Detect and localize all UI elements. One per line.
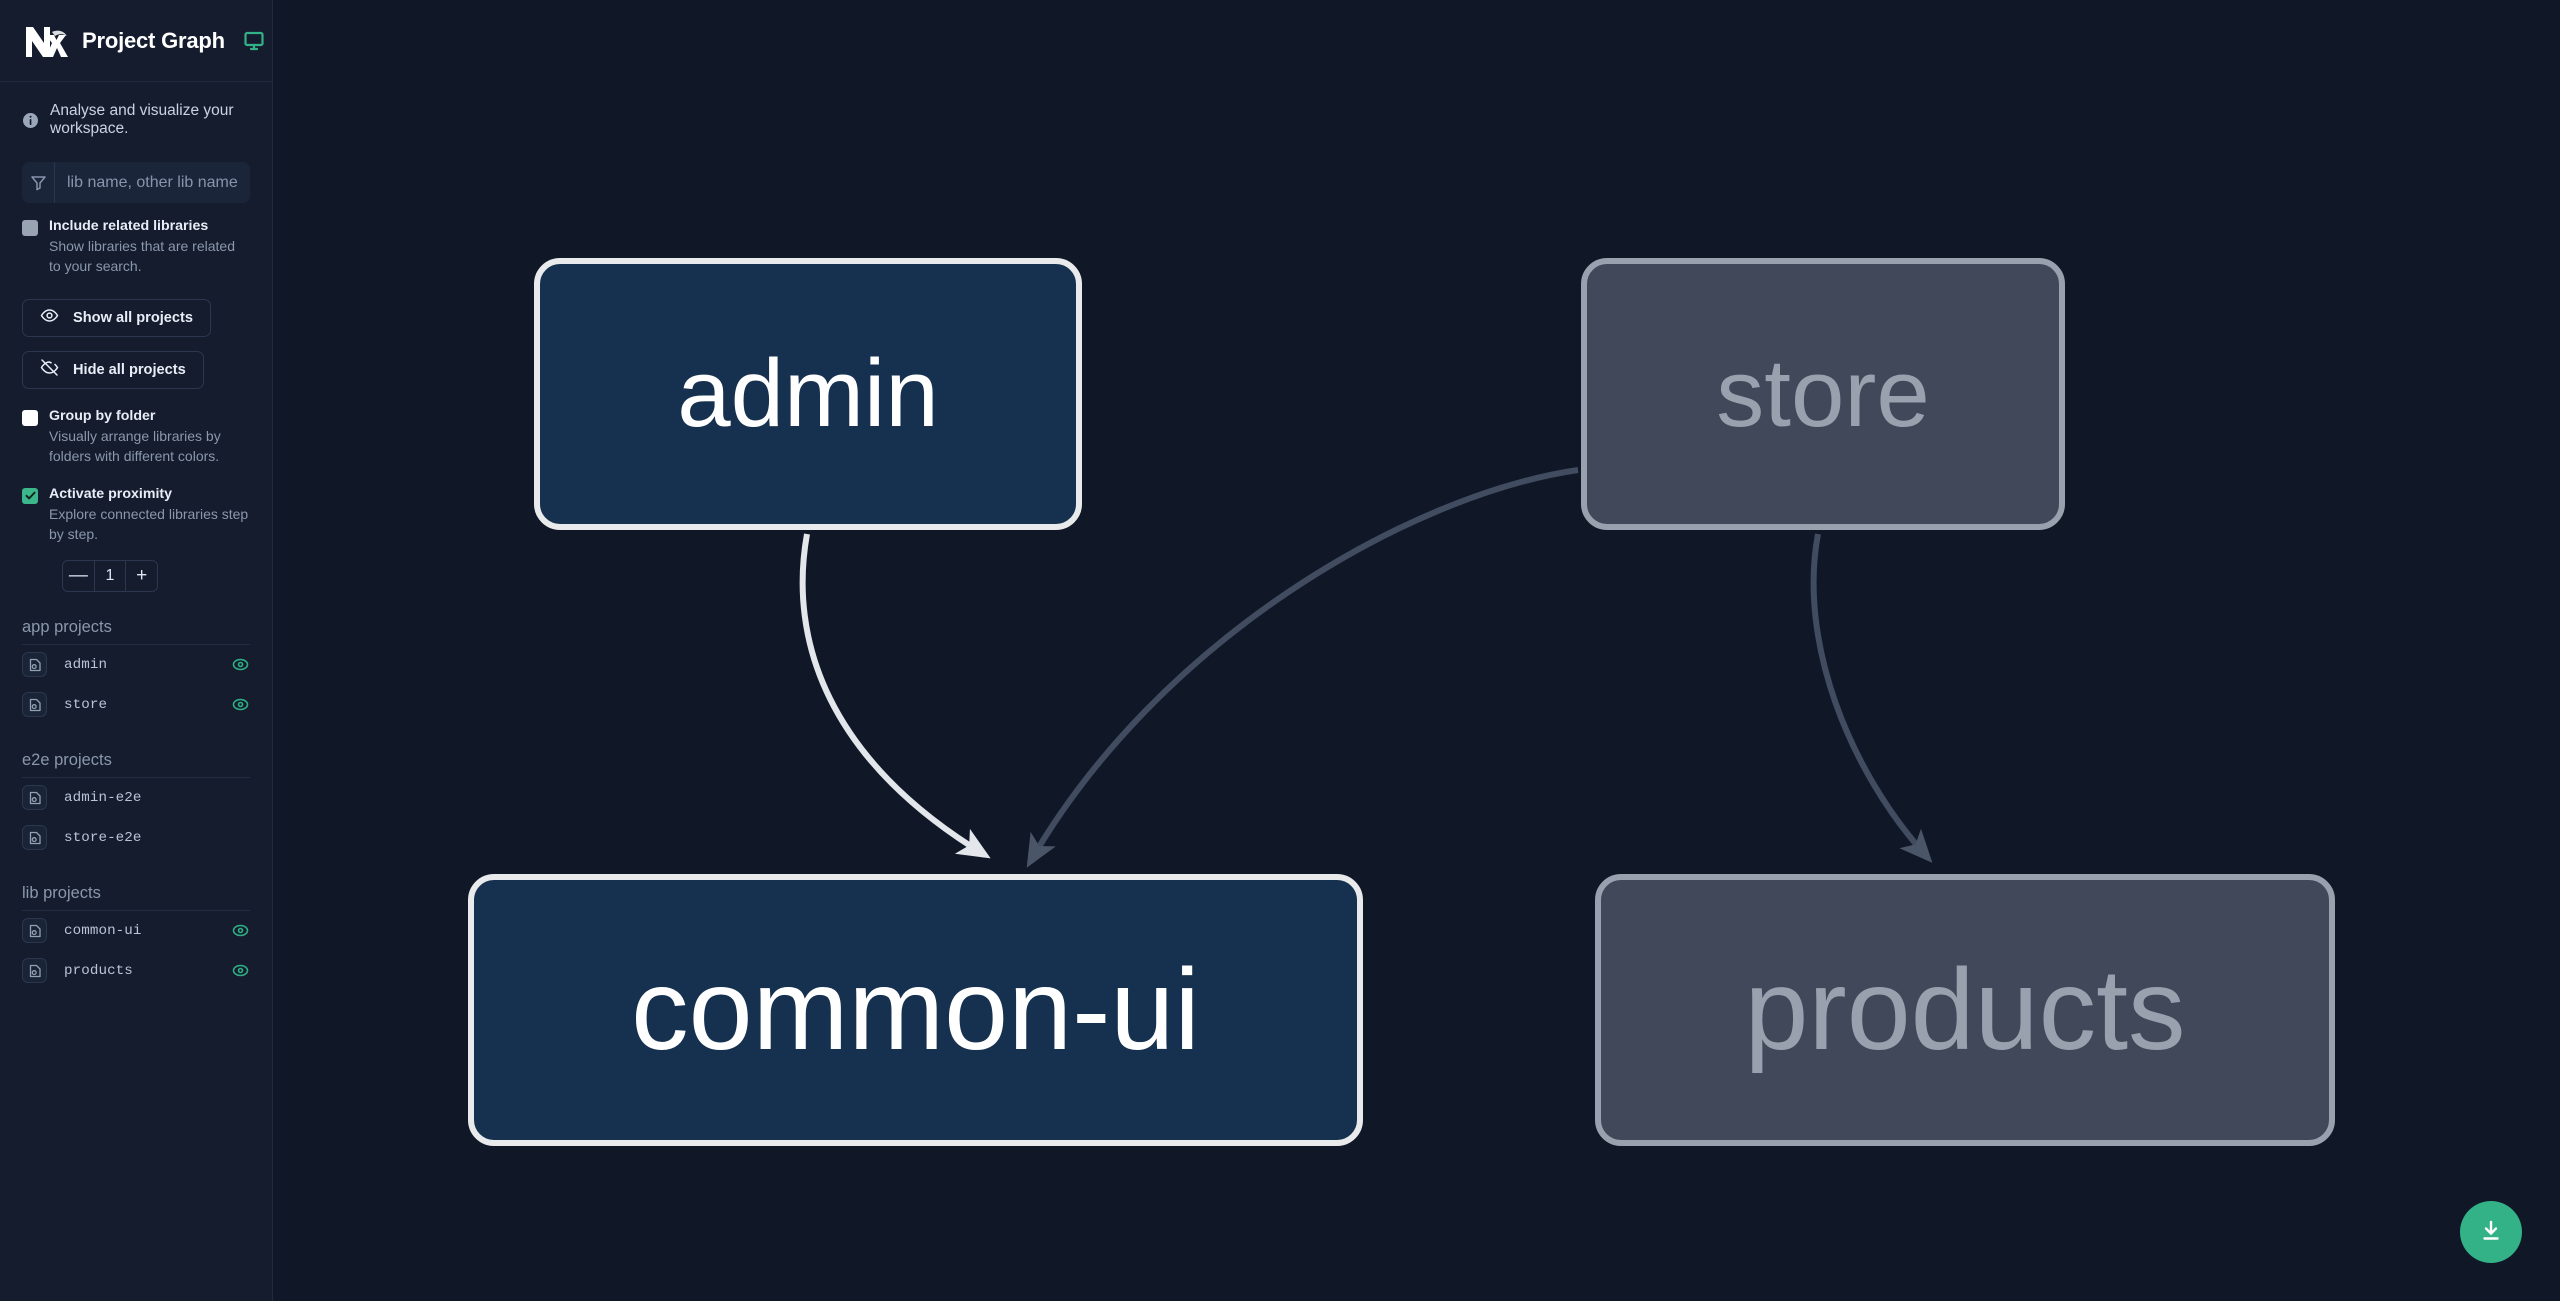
checkbox-activate-proximity[interactable] — [22, 487, 38, 504]
nx-logo-icon — [22, 21, 68, 61]
download-icon — [2478, 1218, 2504, 1247]
project-name: products — [64, 962, 133, 979]
graph-node-label: products — [1744, 946, 2186, 1074]
option-activate-proximity[interactable]: Activate proximity Explore connected lib… — [0, 467, 272, 545]
project-name: admin — [64, 656, 108, 673]
funnel-icon — [22, 162, 55, 203]
section-title-app-projects: app projects — [22, 592, 250, 645]
section-title-lib-projects: lib projects — [22, 858, 250, 911]
project-name: store-e2e — [64, 829, 142, 846]
edge-store-to-products — [1810, 533, 1933, 863]
option-label: Include related libraries — [49, 218, 209, 234]
option-include-related-libraries[interactable]: Include related libraries Show libraries… — [0, 203, 272, 277]
option-label: Activate proximity — [49, 485, 172, 502]
sidebar-scrollbar[interactable] — [272, 0, 273, 1301]
info-icon — [22, 112, 39, 129]
option-description: Visually arrange libraries by folders wi… — [49, 428, 221, 464]
graph-node-label: common-ui — [631, 946, 1200, 1074]
monitor-icon[interactable] — [243, 30, 265, 52]
project-file-icon — [22, 825, 47, 851]
section-title-e2e-projects: e2e projects — [22, 725, 250, 778]
tagline: Analyse and visualize your workspace. — [0, 82, 272, 154]
graph-node-common-ui[interactable]: common-ui — [468, 874, 1363, 1146]
page-title: Project Graph — [82, 27, 225, 53]
eye-icon — [40, 306, 59, 329]
proximity-decrement-button[interactable]: — — [63, 560, 95, 591]
graph-canvas[interactable]: admin store common-ui products — [288, 0, 2560, 1301]
project-row-common-ui[interactable]: common-ui — [22, 911, 250, 951]
graph-node-label: admin — [677, 340, 939, 447]
show-all-projects-label: Show all projects — [73, 309, 194, 326]
download-graph-button[interactable] — [2460, 1201, 2522, 1263]
graph-node-label: store — [1716, 340, 1930, 447]
proximity-stepper[interactable]: — 1 + — [62, 559, 158, 592]
graph-node-products[interactable]: products — [1595, 874, 2335, 1146]
project-visibility-eye-icon[interactable] — [231, 921, 250, 940]
project-row-admin-e2e[interactable]: admin-e2e — [22, 778, 250, 818]
search-input[interactable] — [55, 162, 250, 203]
option-label: Group by folder — [49, 407, 156, 424]
option-group-by-folder[interactable]: Group by folder Visually arrange librari… — [0, 389, 272, 467]
project-row-store[interactable]: store — [22, 685, 250, 725]
tagline-text: Analyse and visualize your workspace. — [50, 102, 234, 137]
project-name: common-ui — [64, 922, 142, 939]
project-row-products[interactable]: products — [22, 951, 250, 991]
option-description: Explore connected libraries step by step… — [49, 506, 249, 542]
show-all-projects-button[interactable]: Show all projects — [22, 298, 212, 337]
project-file-icon — [22, 958, 47, 984]
sidebar-header: Project Graph — [0, 0, 272, 82]
sidebar: Project Graph Analyse and visualize your… — [0, 0, 273, 1301]
checkbox-include-related-libraries[interactable] — [22, 220, 38, 236]
project-name: admin-e2e — [64, 789, 142, 806]
project-file-icon — [22, 692, 47, 718]
search-box[interactable] — [22, 162, 250, 203]
option-description: Show libraries that are related to your … — [49, 238, 235, 275]
edge-admin-to-common-ui — [799, 533, 991, 859]
project-file-icon — [22, 785, 47, 811]
edge-store-to-common-ui — [1026, 467, 1579, 868]
project-file-icon — [22, 652, 47, 678]
project-visibility-eye-icon[interactable] — [231, 655, 250, 674]
hide-all-projects-button[interactable]: Hide all projects — [22, 350, 204, 389]
proximity-increment-button[interactable]: + — [125, 560, 157, 591]
hide-all-projects-label: Hide all projects — [73, 361, 186, 378]
project-row-admin[interactable]: admin — [22, 645, 250, 685]
checkbox-group-by-folder[interactable] — [22, 409, 38, 426]
proximity-value: 1 — [105, 566, 115, 584]
graph-edges — [799, 467, 1933, 868]
project-file-icon — [22, 918, 47, 944]
project-name: store — [64, 696, 108, 713]
project-visibility-eye-icon[interactable] — [231, 961, 250, 980]
project-row-store-e2e[interactable]: store-e2e — [22, 818, 250, 858]
graph-node-store[interactable]: store — [1581, 258, 2065, 530]
project-visibility-eye-icon[interactable] — [231, 695, 250, 714]
eye-off-icon — [40, 358, 59, 381]
graph-node-admin[interactable]: admin — [534, 258, 1082, 530]
